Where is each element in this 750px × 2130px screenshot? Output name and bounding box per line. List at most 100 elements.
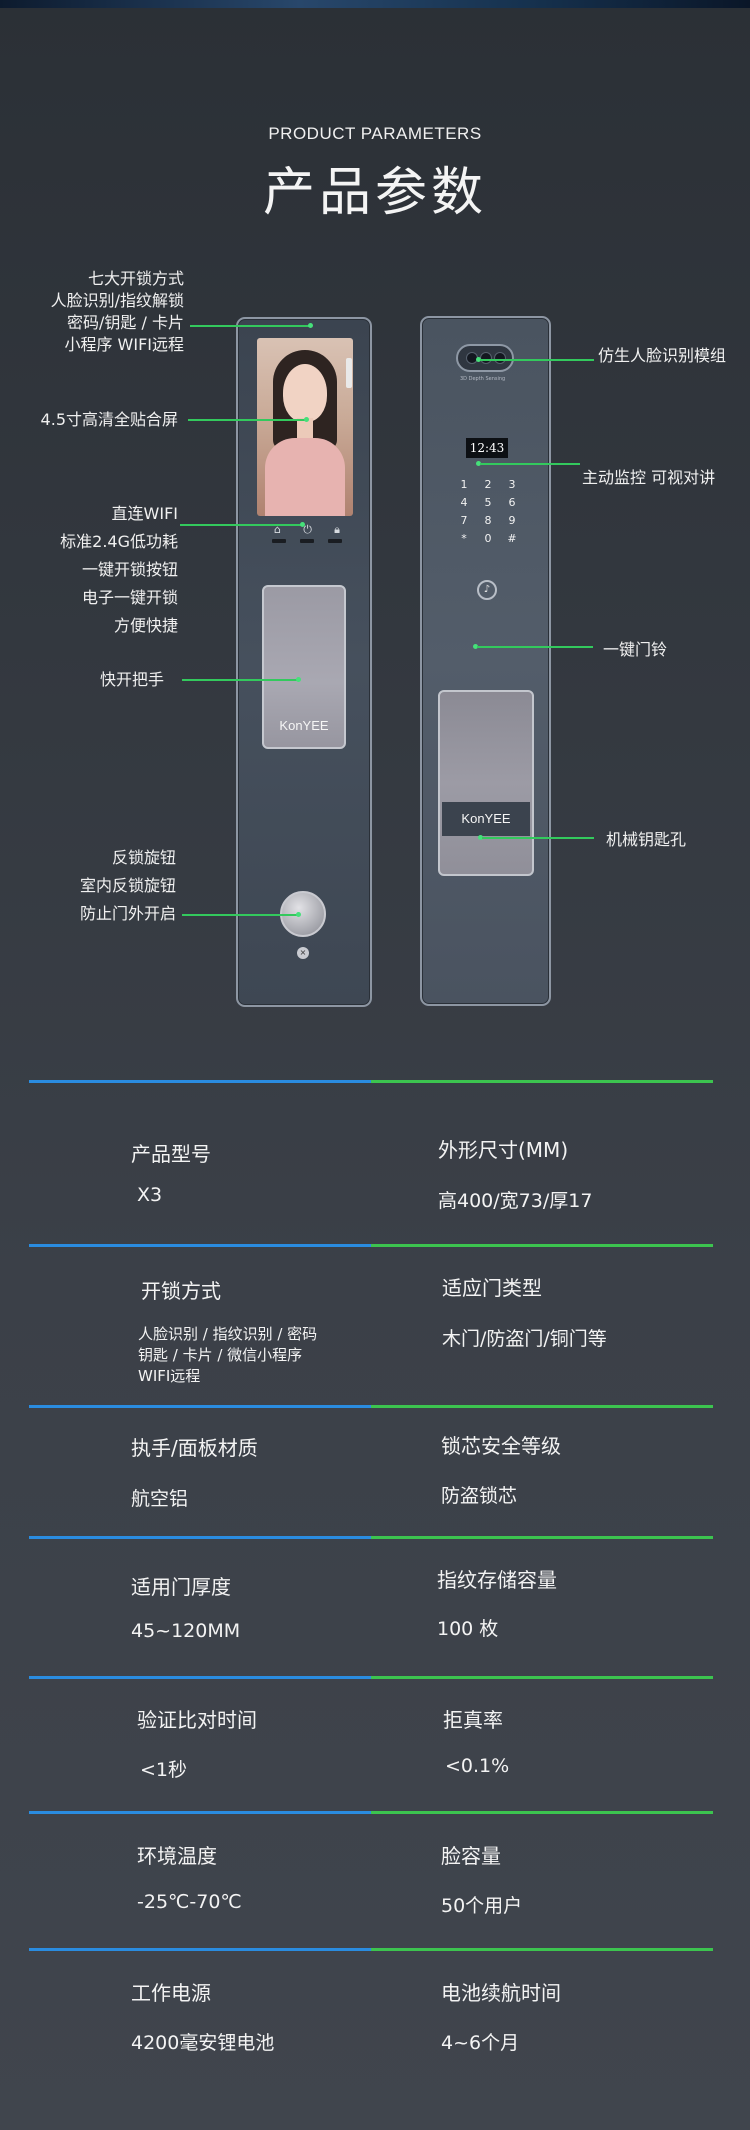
spec-value-line: 人脸识别 / 指纹识别 / 密码 bbox=[138, 1325, 318, 1343]
callout-line: 电子一键开锁 bbox=[81, 588, 178, 607]
callout-connector bbox=[182, 914, 298, 916]
reset-button-icon: × bbox=[297, 947, 309, 959]
callout-connector bbox=[190, 325, 310, 327]
spec-label: 执手/面板材质 bbox=[131, 1436, 258, 1460]
spec-label: 适应门类型 bbox=[442, 1276, 542, 1300]
callout-line: 反锁旋钮 bbox=[111, 848, 176, 867]
clock-display: 12:43 bbox=[466, 438, 508, 458]
spec-value: 防盗锁芯 bbox=[441, 1485, 518, 1507]
callout-dot bbox=[476, 461, 481, 466]
callout-line: 七大开锁方式 bbox=[87, 269, 184, 288]
keypad-key: # bbox=[507, 532, 517, 545]
camera-tag: 3D Depth Sensing bbox=[460, 376, 506, 382]
portrait-face bbox=[283, 364, 327, 422]
callout-knob: 反锁旋钮 室内反锁旋钮 防止门外开启 bbox=[70, 844, 176, 928]
callout-dot bbox=[473, 644, 478, 649]
callout-screen: 4.5寸高清全贴合屏 bbox=[40, 410, 178, 429]
spec-value: 100 枚 bbox=[437, 1618, 499, 1640]
spec-label: 适用门厚度 bbox=[131, 1575, 231, 1599]
keypad-key: 7 bbox=[460, 514, 468, 527]
spec-divider bbox=[29, 1080, 713, 1083]
portrait-neck bbox=[297, 418, 313, 442]
spec-label: 电池续航时间 bbox=[441, 1981, 561, 2005]
spec-label: 外形尺寸(MM) bbox=[438, 1138, 569, 1162]
spec-label: 验证比对时间 bbox=[137, 1708, 257, 1732]
callout-line: 防止门外开启 bbox=[79, 904, 176, 923]
callout-connector bbox=[480, 463, 580, 465]
callout-line: 小程序 WIFI远程 bbox=[64, 335, 184, 354]
spec-value: -25℃-70℃ bbox=[137, 1891, 242, 1913]
spec-value-line: 钥匙 / 卡片 / 微信小程序 bbox=[138, 1346, 303, 1364]
spec-value: <1秒 bbox=[140, 1759, 188, 1781]
callout-connector bbox=[188, 419, 306, 421]
callout-line: 标准2.4G低功耗 bbox=[60, 532, 178, 551]
section-title-cn: 产品参数 bbox=[262, 163, 487, 223]
spec-value: <0.1% bbox=[445, 1755, 510, 1777]
brand-logo: KonYEE bbox=[461, 811, 511, 826]
callout-dot bbox=[476, 357, 481, 362]
callout-line: 人脸识别/指纹解锁 bbox=[50, 291, 184, 310]
spec-divider bbox=[29, 1536, 713, 1539]
spec-label: 锁芯安全等级 bbox=[441, 1434, 561, 1458]
callout-line: 方便快捷 bbox=[113, 616, 178, 635]
screen-status-bar bbox=[346, 358, 352, 388]
home-icon: ⌂ bbox=[274, 523, 281, 536]
callout-monitor: 主动监控 可视对讲 bbox=[582, 468, 716, 487]
callout-connector bbox=[180, 524, 302, 526]
spec-value: 4~6个月 bbox=[441, 2032, 520, 2054]
keypad-key: 2 bbox=[484, 478, 492, 491]
face-camera-module bbox=[456, 344, 514, 372]
callout-dot bbox=[304, 417, 309, 422]
keypad-key: 6 bbox=[508, 496, 516, 509]
spec-value: 航空铝 bbox=[131, 1488, 189, 1510]
callout-line: 一键开锁按钮 bbox=[81, 560, 178, 579]
keyhole-cover: KonYEE bbox=[442, 802, 530, 836]
callout-dot bbox=[296, 912, 301, 917]
callout-connector bbox=[480, 359, 594, 361]
keypad-key: 8 bbox=[484, 514, 492, 527]
power-icon: ⏻ bbox=[303, 523, 312, 536]
spec-label: 环境温度 bbox=[137, 1844, 217, 1868]
spec-value: 高400/宽73/厚17 bbox=[438, 1190, 593, 1212]
callout-wifi: 直连WIFI 标准2.4G低功耗 一键开锁按钮 电子一键开锁 方便快捷 bbox=[56, 500, 178, 640]
callout-dot bbox=[296, 677, 301, 682]
keypad-key: 4 bbox=[460, 496, 468, 509]
spec-label: 产品型号 bbox=[131, 1142, 211, 1166]
lock-icon: 🔒︎ bbox=[334, 523, 340, 536]
camera-lens-icon bbox=[494, 352, 506, 364]
spec-value: 4200毫安锂电池 bbox=[131, 2032, 275, 2054]
back-handle: KonYEE bbox=[438, 690, 534, 876]
spec-divider bbox=[29, 1811, 713, 1814]
front-indicator-leds bbox=[272, 539, 342, 545]
lock-front-panel: ⌂ ⏻ 🔒︎ KonYEE × bbox=[236, 317, 372, 1007]
spec-value-multiline: 人脸识别 / 指纹识别 / 密码 钥匙 / 卡片 / 微信小程序 WIFI远程 bbox=[138, 1324, 317, 1387]
callout-dot bbox=[308, 323, 313, 328]
callout-keyhole: 机械钥匙孔 bbox=[606, 830, 687, 849]
camera-lens-icon bbox=[480, 352, 492, 364]
spec-divider bbox=[29, 1405, 713, 1408]
callout-unlock-methods: 七大开锁方式 人脸识别/指纹解锁 密码/钥匙 / 卡片 小程序 WIFI远程 bbox=[46, 268, 184, 356]
keypad-key: * bbox=[461, 532, 467, 545]
callout-dot bbox=[300, 522, 305, 527]
callout-connector bbox=[182, 679, 298, 681]
keypad-key: 5 bbox=[484, 496, 492, 509]
doorbell-icon: ♪ bbox=[477, 580, 497, 600]
brand-logo: KonYEE bbox=[279, 718, 329, 733]
spec-label: 工作电源 bbox=[131, 1981, 211, 2005]
callout-line: 室内反锁旋钮 bbox=[79, 876, 176, 895]
spec-value: X3 bbox=[137, 1184, 163, 1206]
callout-dot bbox=[478, 835, 483, 840]
front-handle: KonYEE bbox=[262, 585, 346, 749]
spec-value: 45~120MM bbox=[131, 1620, 241, 1642]
top-banner-strip bbox=[0, 0, 750, 8]
keypad-key: 1 bbox=[460, 478, 468, 491]
callout-line: 密码/钥匙 / 卡片 bbox=[67, 313, 184, 332]
lock-display-screen bbox=[257, 338, 353, 516]
spec-value: 50个用户 bbox=[441, 1895, 523, 1917]
callout-connector bbox=[482, 837, 594, 839]
callout-handle: 快开把手 bbox=[99, 670, 164, 689]
keypad-key: 9 bbox=[508, 514, 516, 527]
keypad-key: 3 bbox=[508, 478, 516, 491]
spec-value: 木门/防盗门/铜门等 bbox=[442, 1328, 607, 1350]
